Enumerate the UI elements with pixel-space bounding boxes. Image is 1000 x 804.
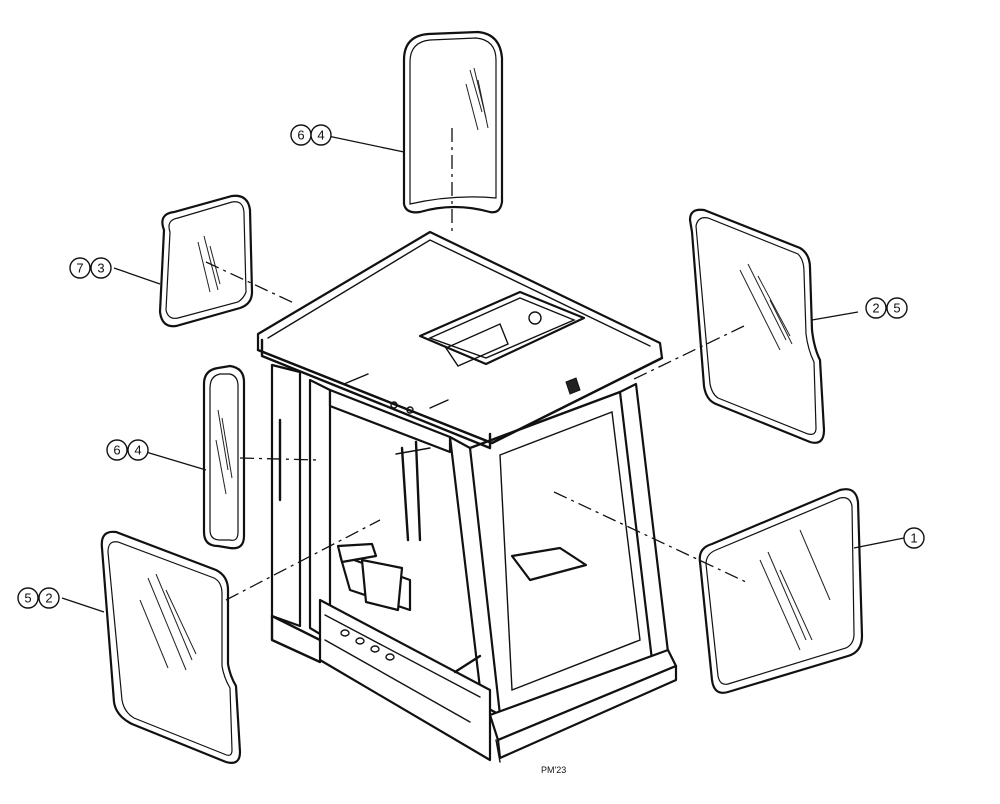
cab-frame (256, 230, 678, 763)
callout-top-glass: 6 4 (290, 124, 332, 146)
callout-left-door-glass: 5 2 (17, 587, 60, 609)
callout-front-door-glass: 1 (903, 527, 925, 549)
callout-number: 1 (910, 531, 917, 546)
left-upper-glass-panel (158, 194, 254, 328)
callout-left-narrow-glass: 6 4 (106, 439, 149, 461)
callout-number: 5 (893, 301, 900, 316)
callout-number: 4 (134, 443, 141, 458)
left-narrow-glass-panel (202, 364, 246, 550)
callout-number: 2 (45, 591, 52, 606)
callout-right-rear-glass: 2 5 (865, 297, 908, 319)
front-door-glass-panel (698, 488, 864, 694)
left-door-glass-panel (100, 530, 242, 764)
callout-left-upper-glass: 7 3 (69, 257, 112, 279)
leader-lines (61, 135, 905, 613)
drawing-code: PM'23 (541, 765, 566, 775)
right-rear-glass-panel (688, 208, 826, 444)
callout-number: 6 (297, 128, 304, 143)
callout-number: 5 (24, 591, 31, 606)
callout-number: 7 (76, 261, 83, 276)
callout-number: 6 (113, 443, 120, 458)
control-knobs (340, 629, 395, 661)
callout-number: 4 (317, 128, 324, 143)
top-glass-panel (402, 30, 504, 214)
callout-number: 3 (97, 261, 104, 276)
callout-number: 2 (872, 301, 879, 316)
assembly-center-lines (205, 128, 747, 601)
